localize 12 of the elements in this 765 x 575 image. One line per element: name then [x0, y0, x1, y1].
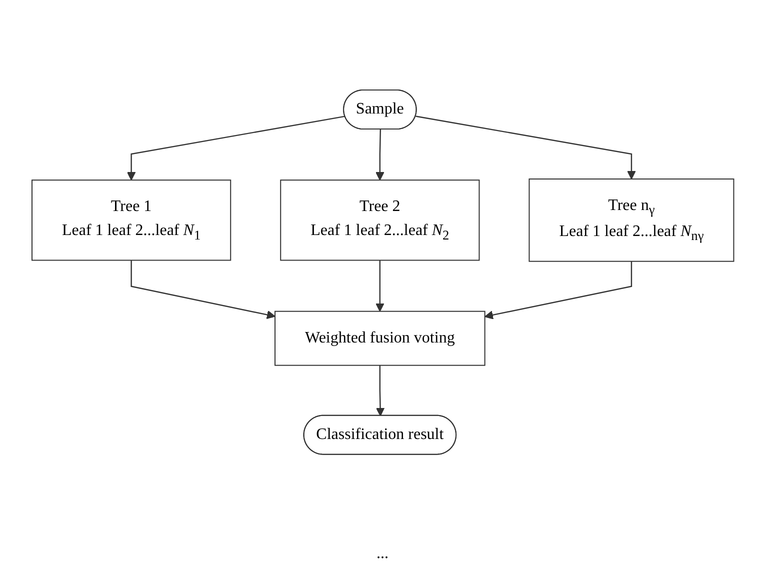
arrow	[484, 262, 632, 320]
arrow	[130, 260, 276, 320]
arrow	[126, 116, 345, 181]
node-box: Tree 2 Leaf 1 leaf 2...leaf N$_{2}$	[280, 180, 480, 262]
arrow	[415, 116, 636, 180]
ellipsis-text: ...	[376, 545, 388, 562]
node-box: Tree n$_{γ}$ Leaf 1 leaf 2...leaf N$_{nγ}$	[528, 178, 734, 262]
node-box: Tree 1 Leaf 1 leaf 2...leaf N$_{1}$	[31, 180, 231, 262]
arrow	[375, 130, 384, 181]
arrow	[376, 366, 384, 417]
node-box: Weighted fusion voting	[274, 311, 485, 366]
arrow	[375, 260, 384, 312]
